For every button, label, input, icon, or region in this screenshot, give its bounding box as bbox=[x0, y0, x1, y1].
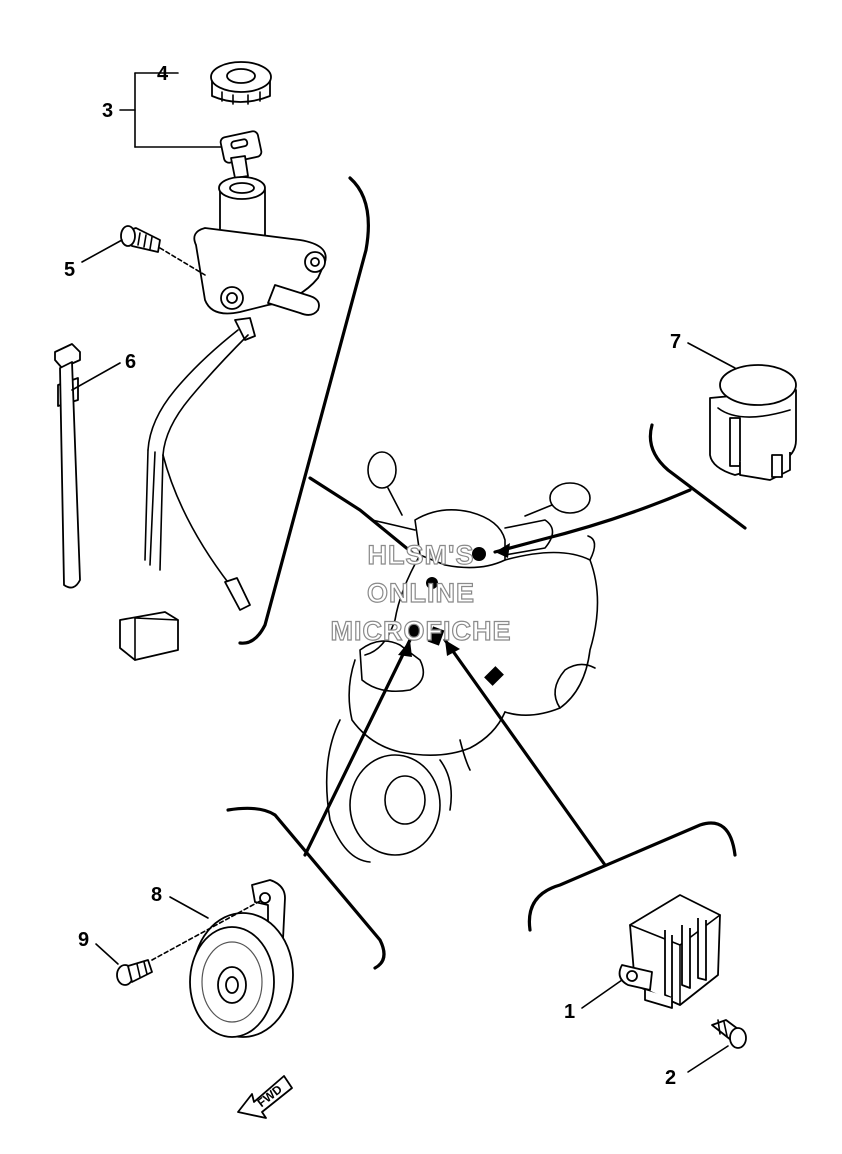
cable-tie bbox=[54, 343, 81, 589]
fwd-arrow: FWD bbox=[237, 1075, 293, 1119]
screw-9 bbox=[116, 899, 263, 986]
watermark-line-1: HLSM'S bbox=[368, 540, 475, 570]
callout-3-bracket bbox=[119, 72, 227, 148]
relay-7 bbox=[709, 364, 797, 481]
ignition-key bbox=[219, 130, 263, 179]
switch-group-bracket bbox=[238, 176, 370, 645]
screw-2 bbox=[711, 1019, 747, 1049]
callout-1: 1 bbox=[564, 1001, 575, 1023]
regulator-group-bracket bbox=[527, 821, 737, 932]
callout-3: 3 bbox=[102, 100, 113, 122]
pointer-lines bbox=[303, 476, 692, 867]
callout-6: 6 bbox=[125, 351, 136, 373]
watermark-line-3: MICROFICHE bbox=[331, 616, 512, 646]
callout-8: 8 bbox=[151, 884, 162, 906]
callout-9: 9 bbox=[78, 929, 89, 951]
horn-group-bracket bbox=[226, 806, 386, 970]
lock-cap-ring bbox=[210, 61, 272, 105]
callout-5: 5 bbox=[64, 259, 75, 281]
main-switch-body bbox=[193, 176, 327, 341]
horn-8 bbox=[189, 879, 294, 1038]
screw-5 bbox=[120, 225, 206, 276]
callout-2: 2 bbox=[665, 1067, 676, 1089]
regulator-1 bbox=[618, 894, 721, 1009]
callout-4: 4 bbox=[157, 63, 169, 85]
relay-group-bracket bbox=[648, 423, 747, 530]
scooter-outline bbox=[325, 451, 599, 863]
watermark-line-2: ONLINE bbox=[367, 578, 475, 608]
watermark: HLSM'S ONLINE MICROFICHE bbox=[330, 539, 512, 646]
callout-7: 7 bbox=[670, 331, 681, 353]
leader-lines bbox=[71, 239, 736, 1073]
switch-harness bbox=[119, 329, 251, 661]
